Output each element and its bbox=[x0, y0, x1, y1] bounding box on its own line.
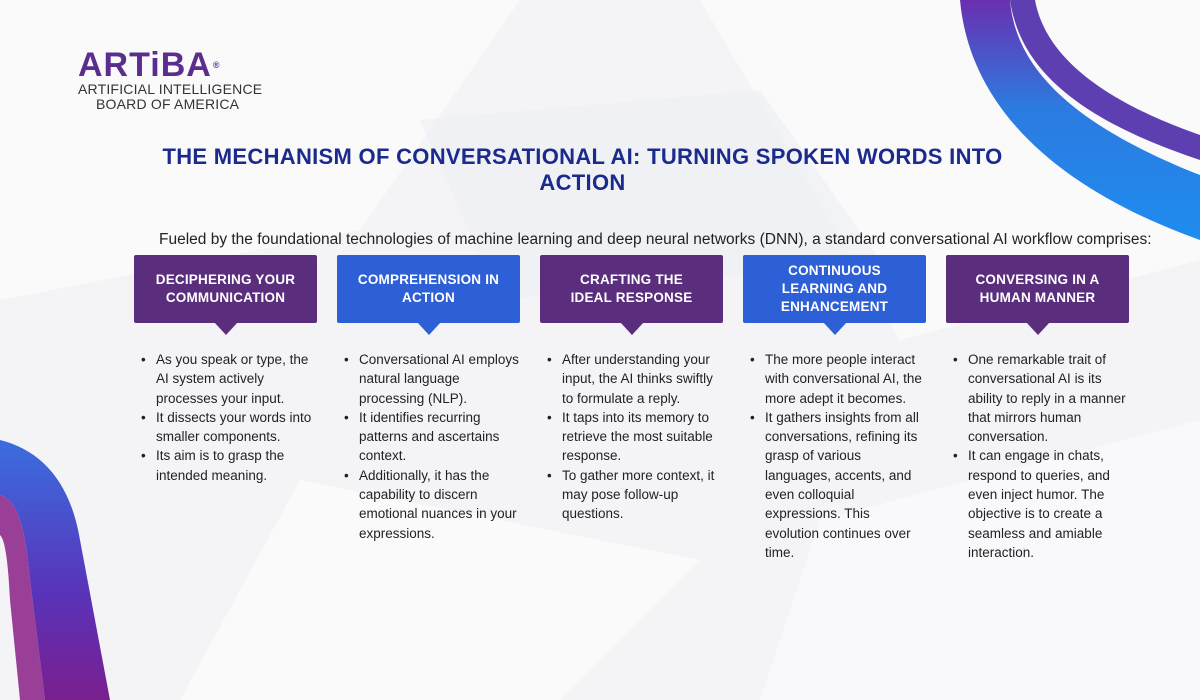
bullet-item: Its aim is to grasp the intended meaning… bbox=[141, 446, 317, 485]
bullet-item: The more people interact with conversati… bbox=[750, 350, 926, 408]
step-card-heading: CONTINUOUS LEARNING AND ENHANCEMENT bbox=[743, 255, 926, 335]
step-card-crafting: CRAFTING THE IDEAL RESPONSE After unders… bbox=[540, 255, 723, 524]
bullet-item: It gathers insights from all conversatio… bbox=[750, 408, 926, 562]
intro-text: Fueled by the foundational technologies … bbox=[159, 231, 1152, 248]
bullet-item: After understanding your input, the AI t… bbox=[547, 350, 723, 408]
bottom-left-ribbon bbox=[0, 440, 110, 700]
bullet-item: To gather more context, it may pose foll… bbox=[547, 466, 723, 524]
bullet-item: As you speak or type, the AI system acti… bbox=[141, 350, 317, 408]
step-card-bullets: Conversational AI employs natural langua… bbox=[337, 350, 520, 543]
bullet-item: It taps into its memory to retrieve the … bbox=[547, 408, 723, 466]
page-title: THE MECHANISM OF CONVERSATIONAL AI: TURN… bbox=[162, 144, 1003, 195]
bullet-item: It dissects your words into smaller comp… bbox=[141, 408, 317, 447]
top-right-ribbon bbox=[960, 0, 1200, 240]
logo-wordmark: ARTiBA® bbox=[78, 48, 278, 82]
step-card-bullets: The more people interact with conversati… bbox=[743, 350, 926, 562]
step-card-deciphering: DECIPHERING YOUR COMMUNICATION As you sp… bbox=[134, 255, 317, 485]
step-card-heading: COMPREHENSION IN ACTION bbox=[337, 255, 520, 335]
bullet-item: It identifies recurring patterns and asc… bbox=[344, 408, 520, 466]
step-card-learning: CONTINUOUS LEARNING AND ENHANCEMENT The … bbox=[743, 255, 926, 562]
step-card-bullets: As you speak or type, the AI system acti… bbox=[134, 350, 317, 485]
artiba-logo: ARTiBA® ARTIFICIAL INTELLIGENCE BOARD OF… bbox=[78, 48, 278, 112]
step-card-comprehension: COMPREHENSION IN ACTION Conversational A… bbox=[337, 255, 520, 543]
bullet-item: One remarkable trait of conversational A… bbox=[953, 350, 1129, 446]
bullet-item: Additionally, it has the capability to d… bbox=[344, 466, 520, 543]
step-card-conversing: CONVERSING IN A HUMAN MANNER One remarka… bbox=[946, 255, 1129, 562]
step-card-heading: DECIPHERING YOUR COMMUNICATION bbox=[134, 255, 317, 335]
step-card-heading: CRAFTING THE IDEAL RESPONSE bbox=[540, 255, 723, 335]
bullet-item: Conversational AI employs natural langua… bbox=[344, 350, 520, 408]
logo-tagline-line2: BOARD OF AMERICA bbox=[96, 96, 240, 112]
registered-mark: ® bbox=[212, 60, 221, 70]
step-card-bullets: After understanding your input, the AI t… bbox=[540, 350, 723, 524]
logo-tagline-line1: ARTIFICIAL INTELLIGENCE bbox=[78, 81, 263, 97]
step-card-heading: CONVERSING IN A HUMAN MANNER bbox=[946, 255, 1129, 335]
bullet-item: It can engage in chats, respond to queri… bbox=[953, 446, 1129, 562]
logo-wordmark-text: ARTiBA bbox=[78, 46, 212, 84]
step-card-bullets: One remarkable trait of conversational A… bbox=[946, 350, 1129, 562]
